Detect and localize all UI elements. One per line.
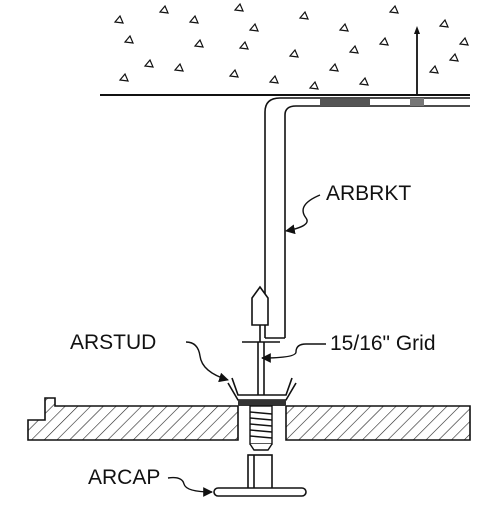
label-arbrkt: ARBRKT [326,182,412,205]
label-grid: 15/16" Grid [330,332,436,355]
label-arstud: ARSTUD [70,331,157,354]
threaded-stud [249,405,273,451]
stud-clip [242,285,280,395]
aggregate-marks [113,2,469,90]
cap [213,454,307,497]
bracket [264,97,470,339]
grid-clip [227,377,297,401]
ceiling-tile [27,397,471,441]
label-arcap: ARCAP [88,466,161,489]
concrete-deck [100,2,470,96]
leader-lines [167,194,326,497]
